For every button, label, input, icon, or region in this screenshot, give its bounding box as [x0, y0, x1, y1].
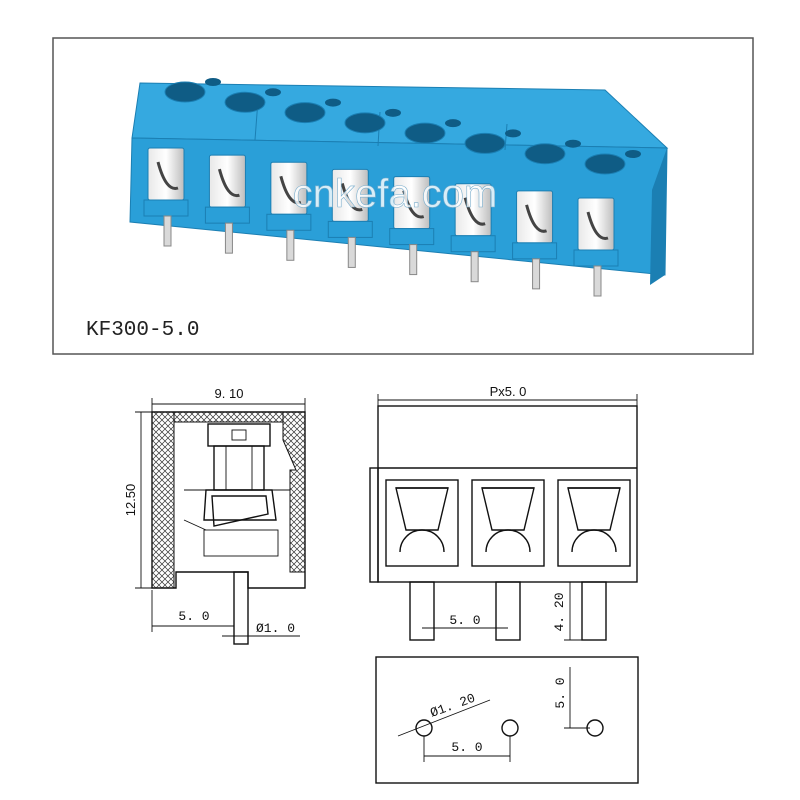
front-wire-opening: [385, 479, 459, 567]
wire-entry: [183, 489, 290, 531]
block-foot: [204, 206, 250, 224]
terminal-pin: [409, 244, 418, 276]
terminal-pin: [224, 222, 233, 254]
front-clamp: [395, 487, 449, 531]
watermark-text: cnkefa.com: [293, 172, 498, 216]
front-wire-opening: [557, 479, 631, 567]
clamp-box: [203, 489, 277, 521]
wire-slot: [147, 147, 185, 201]
front-clamp-arc: [485, 529, 531, 553]
screw-hole: [344, 112, 386, 134]
module-seam: [504, 123, 508, 151]
side-pin-diameter-label: Ø1. 0: [256, 621, 295, 636]
side-left-wall: [151, 411, 175, 589]
pcb-pitch-x-label: 5. 0: [451, 740, 482, 755]
front-wire-opening: [471, 479, 545, 567]
contact-base: [203, 529, 279, 557]
test-hole: [445, 119, 461, 128]
front-pin: [409, 581, 435, 641]
pcb-hole: [501, 719, 519, 737]
block-top-face: [131, 82, 669, 149]
clamp-shadow: [463, 197, 486, 226]
side-right-wall: [282, 411, 306, 573]
pcb-outline: [375, 656, 639, 784]
test-hole: [205, 78, 221, 86]
front-left-flange: [369, 467, 379, 583]
front-clamp: [567, 487, 621, 531]
screw-hole: [404, 122, 446, 144]
terminal-pin: [470, 251, 479, 283]
hole-diameter-leader: [397, 699, 491, 737]
test-hole: [265, 88, 281, 97]
test-hole: [505, 129, 521, 138]
screw-hole: [464, 132, 506, 154]
side-view-drawing: 9. 10 12.50 5. 0 Ø1. 0: [123, 386, 306, 645]
screw-hole: [284, 102, 326, 124]
clamp-shadow: [217, 168, 240, 198]
front-pin-spacing-label: 5. 0: [449, 613, 480, 628]
block-foot: [573, 249, 619, 267]
block-foot: [389, 228, 435, 246]
screw-hole: [584, 153, 626, 175]
terminal-pin: [593, 265, 602, 297]
front-poles: [385, 479, 631, 641]
front-housing-outline: [377, 405, 638, 583]
product-photo-panel: cnkefa.com KF300-5.0: [52, 37, 754, 355]
screw-hole: [524, 143, 566, 165]
screw-body: [213, 445, 265, 491]
clamp-inner: [211, 495, 269, 527]
test-hole: [565, 139, 581, 148]
screw-hole: [164, 81, 206, 103]
clamp-shadow: [586, 211, 609, 240]
terminal-pin: [163, 215, 172, 247]
terminal-pin: [347, 236, 356, 268]
clamp-shadow: [402, 190, 425, 219]
side-height-label: 12.50: [123, 484, 138, 517]
terminal-pin: [286, 229, 295, 261]
wire-slot: [208, 154, 246, 208]
screw-hole: [224, 91, 266, 113]
side-pin: [233, 571, 249, 645]
terminal-pin: [532, 258, 541, 290]
block-foot: [327, 220, 373, 238]
block-end-face: [650, 148, 667, 285]
screw-slot: [231, 429, 247, 441]
side-top-wall: [173, 411, 284, 423]
photo-poles: [143, 78, 641, 297]
block-foot: [512, 242, 558, 260]
front-view-drawing: Px5. 0 5. 0 4. 20: [369, 384, 638, 641]
block-foot: [266, 213, 312, 231]
test-hole: [385, 108, 401, 117]
front-clamp: [481, 487, 535, 531]
clamp-shadow: [156, 161, 179, 190]
pcb-footprint-drawing: Ø1. 20 5. 0 5. 0: [375, 656, 639, 784]
pcb-hole-diameter-label: Ø1. 20: [428, 691, 477, 721]
front-pitch-label: Px5. 0: [490, 384, 527, 399]
wire-slot: [577, 197, 615, 251]
test-hole: [625, 150, 641, 158]
block-foot: [143, 199, 189, 217]
side-housing-outline: [151, 411, 306, 589]
test-hole: [325, 98, 341, 107]
side-width-label: 9. 10: [215, 386, 244, 401]
side-pin-offset-label: 5. 0: [178, 609, 209, 624]
front-pin-length-label: 4. 20: [552, 592, 567, 631]
front-clamp-arc: [399, 529, 445, 553]
clamp-shadow: [279, 175, 302, 205]
front-pin: [495, 581, 521, 641]
pcb-pitch-y-label: 5. 0: [553, 677, 568, 708]
wire-slot: [516, 190, 554, 244]
front-pin: [581, 581, 607, 641]
clamp-shadow: [525, 204, 548, 233]
screw-head: [207, 423, 271, 447]
front-clamp-arc: [571, 529, 617, 553]
clamp-shadow: [340, 183, 363, 212]
terminal-block-photo: [129, 78, 669, 297]
model-label: KF300-5.0: [86, 319, 199, 342]
block-foot: [450, 235, 496, 253]
